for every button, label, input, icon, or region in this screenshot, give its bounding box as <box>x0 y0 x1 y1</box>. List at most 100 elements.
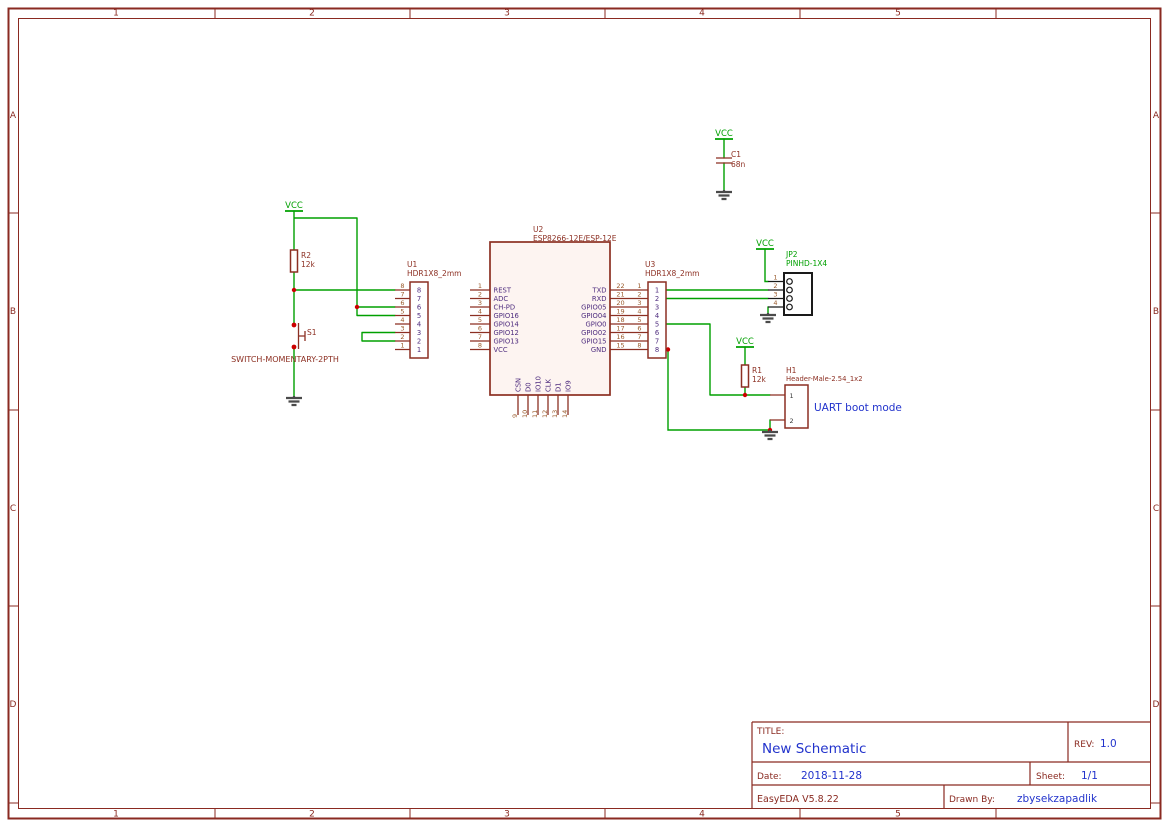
wire-vcc-to-jp2-pin1[interactable] <box>764 248 769 283</box>
sheet-frame <box>7 7 1162 820</box>
vcc-flag-jp2[interactable]: VCC <box>756 239 774 250</box>
r2-ref[interactable]: R2 <box>301 251 311 260</box>
ground-symbol[interactable] <box>716 190 732 201</box>
pin-number: 20 <box>616 299 624 307</box>
sheet-value[interactable]: 1/1 <box>1081 770 1098 782</box>
s1-ref[interactable]: S1 <box>307 328 317 337</box>
frame-row-label: B <box>10 307 16 317</box>
uart-boot-mode-note[interactable]: UART boot mode <box>814 402 902 414</box>
switch-actuator <box>297 323 306 349</box>
pin-number: 13 <box>551 410 559 418</box>
pin-number: 15 <box>616 342 624 350</box>
u2-value[interactable]: ESP8266-12E/ESP-12E <box>533 234 617 243</box>
ground-symbol[interactable] <box>760 313 776 324</box>
header-body <box>409 281 429 359</box>
pin-name: D0 <box>524 382 532 392</box>
pin-number: 4 <box>637 308 641 316</box>
vcc-flag-r1[interactable]: VCC <box>736 337 754 348</box>
h1-ref[interactable]: H1 <box>786 366 797 375</box>
pin-name: 1 <box>417 346 421 354</box>
pin-name: RXD <box>592 295 607 303</box>
c1-ref[interactable]: C1 <box>731 150 741 159</box>
r2-value[interactable]: 12k <box>301 260 316 269</box>
resistor-body <box>289 249 299 273</box>
pin-number: 1 <box>790 392 794 400</box>
wire-vcc-to-r2-and-u1[interactable] <box>293 210 396 317</box>
component-u3[interactable]: U3 HDR1X8_2mm 1 2 3 4 5 6 7 8 1 2 3 4 5 … <box>631 260 699 359</box>
h1-value[interactable]: Header-Male-2.54_1x2 <box>786 375 863 383</box>
pin-number: 8 <box>478 342 482 350</box>
ground-symbols <box>286 190 778 441</box>
pin-name: 7 <box>655 337 659 345</box>
junction-dot <box>665 347 671 352</box>
pin-number: 22 <box>616 282 624 290</box>
header-body <box>784 384 809 429</box>
pin-number: 18 <box>616 316 624 324</box>
component-r1[interactable]: R1 12k <box>740 364 767 388</box>
pin-number: 5 <box>478 316 482 324</box>
component-jp2[interactable]: JP2 PINHD-1X4 1 2 3 4 <box>768 250 827 316</box>
frame-col-label: 3 <box>504 810 510 820</box>
vcc-flag-c1[interactable]: VCC <box>715 129 733 140</box>
pin-name: REST <box>494 286 512 294</box>
u3-pin-stubs <box>631 289 648 351</box>
u2-right-pin-stubs <box>610 289 631 351</box>
frame-row-label: D <box>10 700 17 710</box>
rev-value[interactable]: 1.0 <box>1100 738 1117 750</box>
h1-pin-stubs <box>770 394 785 421</box>
ground-symbol[interactable] <box>286 396 302 407</box>
vcc-flag-r2[interactable]: VCC <box>285 201 303 212</box>
c1-value[interactable]: 68n <box>731 160 746 169</box>
u3-ref[interactable]: U3 <box>645 260 655 269</box>
pin-name: 1 <box>655 286 659 294</box>
r1-value[interactable]: 12k <box>752 375 767 384</box>
pin-name: IO9 <box>564 380 572 392</box>
vcc-net-label: VCC <box>715 129 733 139</box>
frame-row-label: B <box>1153 307 1159 317</box>
junction-dot <box>291 287 297 293</box>
pin-name: TXD <box>591 286 606 294</box>
pin-number: 6 <box>637 325 641 333</box>
frame-col-label: 2 <box>309 810 315 820</box>
pin-name: IO10 <box>534 376 542 392</box>
component-s1[interactable]: S1 SWITCH-MOMENTARY-2PTH <box>231 322 339 364</box>
junction-dot <box>742 392 748 398</box>
date-value[interactable]: 2018-11-28 <box>801 770 862 782</box>
pin-socket <box>786 278 793 285</box>
component-c1[interactable]: C1 68n <box>716 150 746 169</box>
jp2-ref[interactable]: JP2 <box>785 250 798 259</box>
pin-number: 5 <box>637 316 641 324</box>
switch-terminal <box>291 322 297 328</box>
component-h1[interactable]: H1 Header-Male-2.54_1x2 1 2 <box>770 366 863 429</box>
pin-number: 3 <box>637 299 641 307</box>
jp2-value[interactable]: PINHD-1X4 <box>786 259 827 268</box>
u3-value[interactable]: HDR1X8_2mm <box>645 269 699 278</box>
ground-symbol[interactable] <box>762 430 778 441</box>
component-u1[interactable]: U1 HDR1X8_2mm 8 7 6 5 4 3 2 1 8 7 6 5 4 … <box>395 260 461 359</box>
pin-name: 3 <box>417 329 421 337</box>
schematic-title[interactable]: New Schematic <box>762 741 866 757</box>
s1-value[interactable]: SWITCH-MOMENTARY-2PTH <box>231 355 339 364</box>
sheet-label: Sheet: <box>1036 772 1065 782</box>
u1-ref[interactable]: U1 <box>407 260 417 269</box>
frame-coordinate-labels: 1 2 3 4 5 1 2 3 4 5 A B C D A B C D <box>10 9 1160 820</box>
pin-name: 2 <box>417 337 421 345</box>
frame-col-label: 4 <box>699 9 705 19</box>
wire-gpio0-r1-h1[interactable] <box>665 323 771 396</box>
pin-name: D1 <box>554 382 562 392</box>
component-r2[interactable]: R2 12k <box>289 249 316 273</box>
component-u2[interactable]: U2 ESP8266-12E/ESP-12E 1 2 3 4 5 6 7 8 R… <box>470 225 631 418</box>
frame-row-label: D <box>1153 700 1160 710</box>
drawn-by-value[interactable]: zbysekzapadlik <box>1017 793 1098 805</box>
switch-terminal <box>291 344 297 350</box>
u2-ref[interactable]: U2 <box>533 225 543 234</box>
u1-value[interactable]: HDR1X8_2mm <box>407 269 461 278</box>
pin-name: GPIO12 <box>494 329 519 337</box>
pin-name: CH-PD <box>494 303 516 311</box>
pin-number: 9 <box>511 414 519 418</box>
wire-u1-pins-3-2-tie[interactable] <box>361 331 396 342</box>
pin-number: 3 <box>773 291 777 299</box>
r1-ref[interactable]: R1 <box>752 366 762 375</box>
